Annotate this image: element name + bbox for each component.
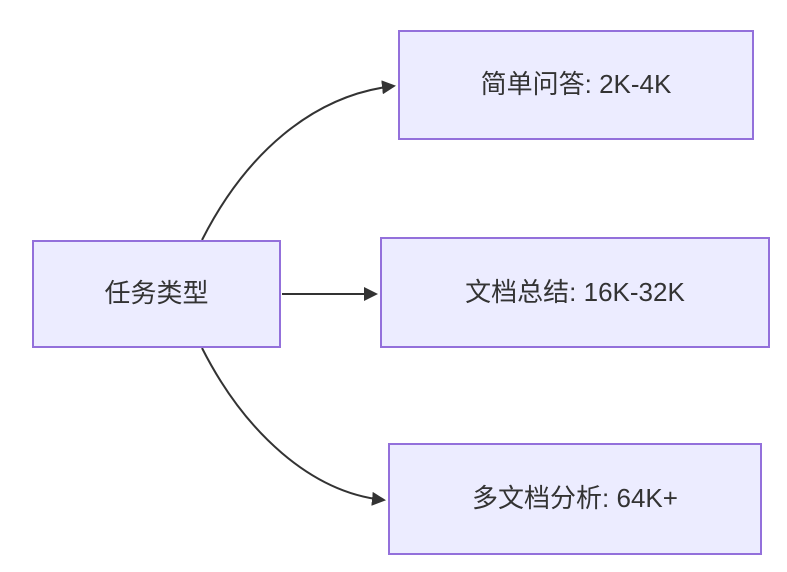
node-doc-summary: 文档总结: 16K-32K: [380, 237, 770, 348]
edge-root-to-multidoc: [201, 347, 386, 506]
node-task-type: 任务类型: [32, 240, 281, 348]
node-multidoc-analysis: 多文档分析: 64K+: [388, 443, 762, 555]
node-simple-qa: 简单问答: 2K-4K: [398, 30, 754, 140]
edge-root-to-simple-qa: [201, 80, 396, 241]
